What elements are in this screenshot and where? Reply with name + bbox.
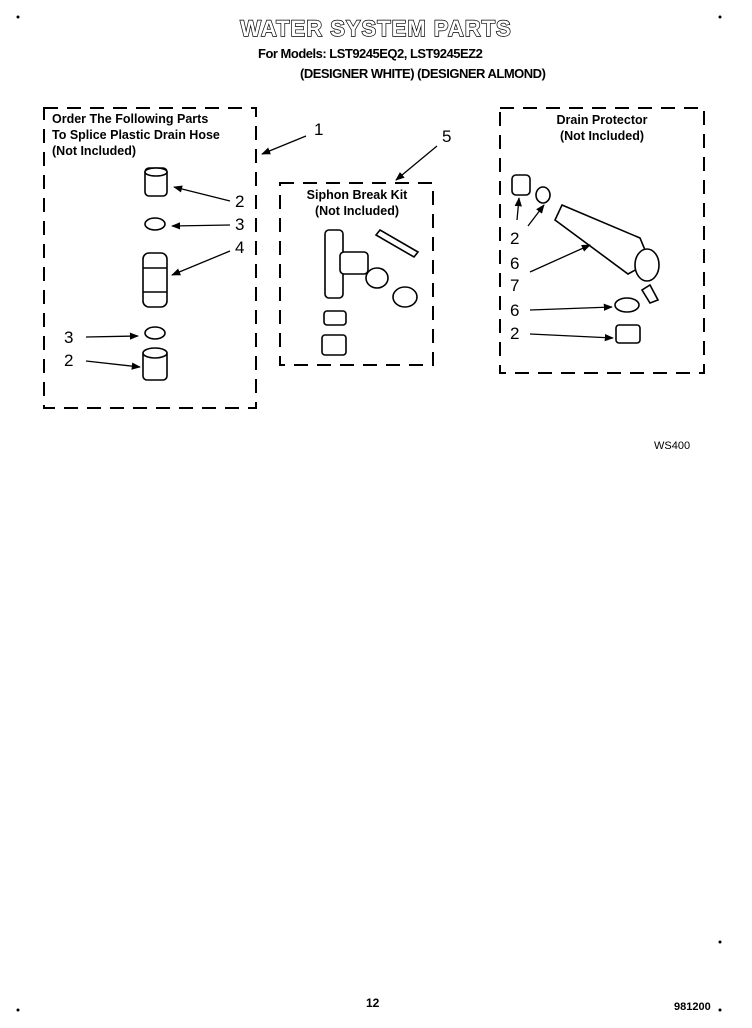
- figure-code: WS400: [654, 440, 691, 452]
- drain-protector-label: Drain Protector (Not Included): [556, 113, 648, 143]
- splice-parts: [142, 167, 168, 381]
- callout-1: 1: [314, 120, 324, 139]
- registration-mark: [16, 15, 20, 19]
- splice-kit-border: [43, 107, 257, 409]
- nut-part: [365, 267, 389, 289]
- registration-mark: [718, 940, 722, 944]
- drain-ring-part-lower: [614, 297, 640, 313]
- callout-2: 2: [510, 324, 520, 343]
- ring-part: [323, 310, 347, 326]
- tie-strap-part: [374, 228, 420, 259]
- drain-cap-part: [615, 324, 641, 344]
- callout-3: 3: [235, 215, 245, 234]
- drain-parts: [511, 174, 660, 344]
- callout-6: 6: [510, 301, 520, 320]
- coupling-part: [142, 252, 168, 308]
- adapter-part: [392, 286, 418, 308]
- callout-2: 2: [64, 351, 74, 370]
- callout-7: 7: [510, 276, 520, 295]
- clamp-part-top: [144, 217, 166, 231]
- models-line: For Models: LST9245EQ2, LST9245EZ2: [258, 46, 483, 61]
- registration-mark: [718, 15, 722, 19]
- drain-protector-border: [499, 107, 705, 374]
- splice-kit-label: Order The Following Parts To Splice Plas…: [52, 112, 220, 158]
- callout-2: 2: [510, 229, 520, 248]
- siphon-kit-label: Siphon Break Kit (Not Included): [306, 188, 408, 218]
- registration-mark: [16, 1008, 20, 1012]
- clamp-part-bottom: [144, 326, 166, 340]
- page-title: WATER SYSTEM PARTS: [240, 15, 512, 41]
- drain-ring-part: [535, 186, 551, 204]
- registration-mark: [718, 1008, 722, 1012]
- siphon-parts: [321, 228, 420, 356]
- callout-6: 6: [510, 254, 520, 273]
- callout-5: 5: [442, 127, 452, 146]
- cap-part: [321, 334, 347, 356]
- variants-line: (DESIGNER WHITE) (DESIGNER ALMOND): [300, 66, 546, 81]
- callout-2: 2: [235, 192, 245, 211]
- drain-connector-part: [511, 174, 531, 196]
- callout-4: 4: [235, 238, 245, 257]
- document-code: 981200: [674, 1001, 711, 1013]
- siphon-kit-border: [279, 182, 434, 366]
- callout-3: 3: [64, 328, 74, 347]
- page-number: 12: [366, 996, 380, 1010]
